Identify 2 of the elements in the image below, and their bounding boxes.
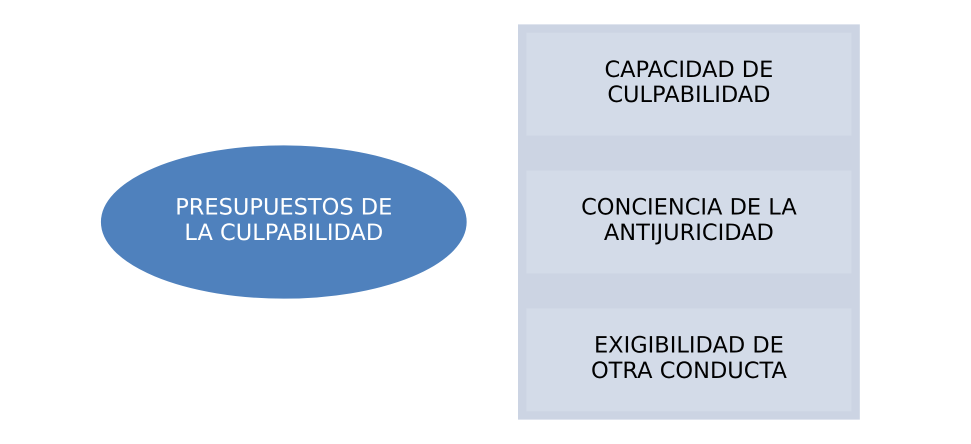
node-ellipse: PRESUPUESTOS DE LA CULPABILIDAD: [100, 145, 466, 299]
cluster: [518, 24, 860, 420]
